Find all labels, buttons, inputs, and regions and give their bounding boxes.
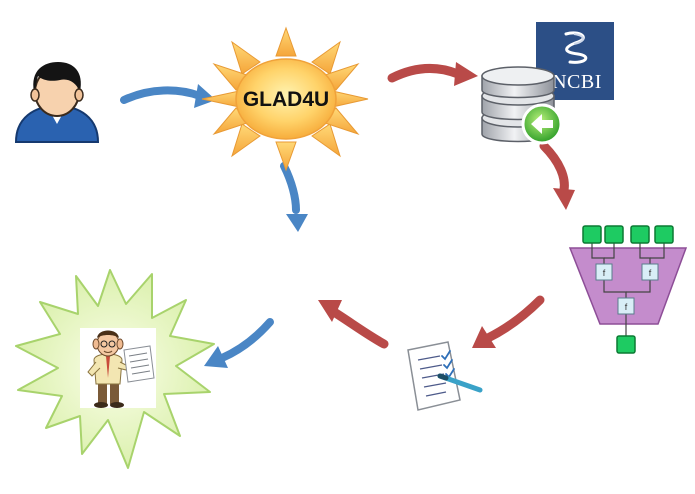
function-cell-label: f xyxy=(649,268,652,278)
arrow-glad4u-to-ncbi xyxy=(387,62,478,86)
arrow-ranking-to-results xyxy=(472,295,545,348)
function-cell xyxy=(595,263,613,281)
function-cell xyxy=(641,263,659,281)
held-paper-icon xyxy=(123,345,155,383)
checklist-icon xyxy=(407,341,483,411)
glad4u-label: GLAD4U xyxy=(243,88,329,111)
function-cell-label: f xyxy=(603,268,606,278)
input-node xyxy=(630,225,650,244)
arrow-user-to-glad4u xyxy=(120,84,216,108)
import-arrow-icon xyxy=(521,103,563,145)
input-node xyxy=(582,225,602,244)
function-cell xyxy=(617,297,635,315)
ncbi-label: NCBI xyxy=(552,71,602,93)
arrow-database-to-ranking xyxy=(539,141,575,210)
input-node xyxy=(604,225,624,244)
output-node xyxy=(616,335,636,354)
sun-icon xyxy=(201,26,369,172)
arrow-to-reader xyxy=(204,318,274,368)
function-cell-label: f xyxy=(625,302,628,312)
arrow-glad4u-down xyxy=(280,162,308,232)
user-icon xyxy=(14,62,100,143)
reader-burst-icon xyxy=(15,269,215,469)
arrow-results-to-user xyxy=(318,300,389,349)
input-node xyxy=(654,225,674,244)
reader-person-icon xyxy=(87,330,129,408)
funnel-network-icon: f f f xyxy=(568,225,688,354)
glad4u-sun: GLAD4U xyxy=(201,26,369,172)
